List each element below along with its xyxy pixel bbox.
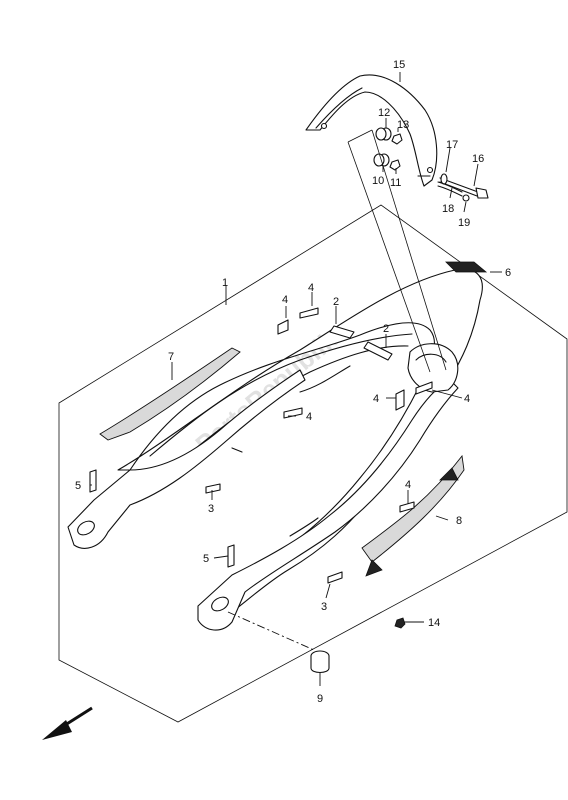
decal-6 (445, 261, 488, 273)
callout-15: 15 (393, 59, 405, 71)
callout-19: 19 (458, 217, 470, 229)
callout-6: 6 (505, 267, 511, 279)
callout-3a: 3 (208, 503, 214, 515)
callout-12: 12 (378, 107, 390, 119)
decal-7 (99, 347, 241, 441)
callout-10: 10 (372, 175, 384, 187)
handle-mount-line-left (347, 141, 431, 373)
leader-lines (90, 72, 502, 686)
callout-1: 1 (222, 277, 228, 289)
front-direction-arrow-icon (42, 706, 93, 740)
callout-2a: 2 (333, 296, 339, 308)
pillion-handle-15 (305, 74, 438, 187)
callout-2b: 2 (383, 323, 389, 335)
callout-4f: 4 (405, 479, 411, 491)
grommet-9 (310, 650, 330, 674)
nut-13 (391, 133, 403, 145)
callout-4e: 4 (306, 411, 312, 423)
bolt-18 (437, 181, 463, 197)
washer-17 (440, 173, 448, 185)
grommet-dash-line (227, 611, 315, 651)
callout-4a: 4 (282, 294, 288, 306)
rubber-mount-10 (373, 153, 390, 167)
callout-11: 11 (390, 177, 401, 189)
nut-11 (389, 159, 401, 171)
washer-19 (462, 194, 470, 202)
handle-mount-line-top (347, 129, 373, 143)
callout-4d: 4 (464, 393, 470, 405)
assembly-outline (58, 204, 568, 723)
callout-4b: 4 (308, 282, 314, 294)
callout-5b: 5 (203, 553, 209, 565)
callout-3b: 3 (321, 601, 327, 613)
callout-18: 18 (442, 203, 454, 215)
tape-pieces (89, 307, 433, 584)
callout-17: 17 (446, 139, 458, 151)
seat-tail-cover (67, 268, 483, 631)
callout-13: 13 (397, 119, 409, 131)
callout-16: 16 (472, 153, 484, 165)
nut-14 (394, 617, 406, 629)
callout-14: 14 (428, 617, 440, 629)
decal-8 (361, 454, 465, 577)
callout-5a: 5 (75, 480, 81, 492)
callout-9: 9 (317, 693, 323, 705)
rubber-mount-12 (375, 127, 392, 141)
handle-mount-line-right (371, 129, 447, 371)
callout-labels: 1 2 2 3 3 4 4 4 4 4 4 5 5 6 7 8 9 10 11 … (75, 59, 511, 705)
callout-7: 7 (168, 351, 174, 363)
callout-4c: 4 (373, 393, 379, 405)
callout-8: 8 (456, 515, 462, 527)
